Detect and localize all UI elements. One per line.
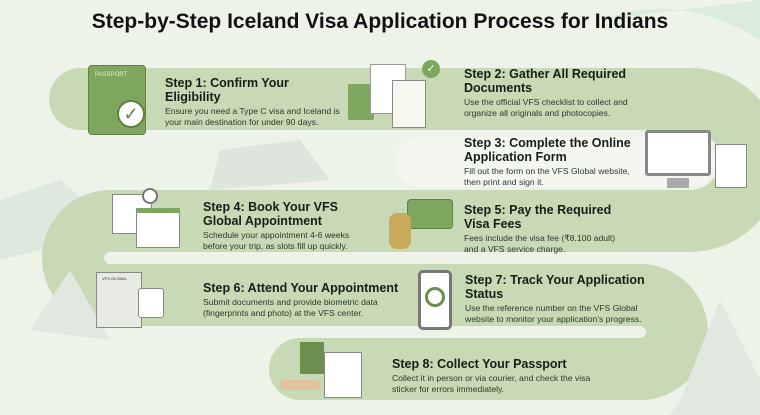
step-text: Collect it in person or via courier, and… <box>392 373 591 394</box>
step-text: Fill out the form on the VFS Global webs… <box>464 166 630 187</box>
step-text: Submit documents and provide biometric d… <box>203 297 378 318</box>
step-text: Fees include the visa fee (₹8,100 adult)… <box>464 233 616 254</box>
page-title: Step-by-Step Iceland Visa Application Pr… <box>91 10 669 33</box>
passport-hand-icon <box>280 340 376 410</box>
step-4: Step 4: Book Your VFS Global Appointment… <box>203 200 368 252</box>
vfs-global-sign: VFS GLOBAL <box>102 276 127 281</box>
step-5: Step 5: Pay the Required Visa Fees Fees … <box>464 203 624 255</box>
step-text: Use the official VFS checklist to collec… <box>464 97 628 118</box>
step-2: Step 2: Gather All Required Documents Us… <box>464 67 644 119</box>
step-title: Step 7: Track Your Application Status <box>465 273 645 301</box>
step-text: Use the reference number on the VFS Glob… <box>465 303 642 324</box>
documents-checklist-icon: ✓ <box>348 60 440 132</box>
step-title: Step 8: Collect Your Passport <box>392 357 567 371</box>
step-6: Step 6: Attend Your Appointment Submit d… <box>203 281 408 319</box>
step-text: Ensure you need a Type C visa and Icelan… <box>165 106 340 127</box>
passport-check-icon: PASSPORT ✓ <box>88 65 146 135</box>
computer-form-icon <box>645 130 755 200</box>
step-title: Step 3: Complete the Online Application … <box>464 136 631 164</box>
step-title: Step 6: Attend Your Appointment <box>203 281 399 295</box>
coins-card-icon <box>385 195 455 251</box>
passport-label: PASSPORT <box>95 72 128 78</box>
step-8: Step 8: Collect Your Passport Collect it… <box>392 357 602 395</box>
vfs-building-fingerprint-icon: VFS GLOBAL <box>92 268 166 330</box>
step-text: Schedule your appointment 4-6 weeks befo… <box>203 230 350 251</box>
step-1: Step 1: Confirm Your Eligibility Ensure … <box>165 76 345 128</box>
step-3: Step 3: Complete the Online Application … <box>464 136 642 188</box>
calendar-clock-icon <box>112 188 182 250</box>
step-title: Step 2: Gather All Required Documents <box>464 67 627 95</box>
phone-search-icon <box>418 270 452 330</box>
step-title: Step 1: Confirm Your Eligibility <box>165 76 289 104</box>
step-7: Step 7: Track Your Application Status Us… <box>465 273 645 325</box>
step-title: Step 5: Pay the Required Visa Fees <box>464 203 612 231</box>
step-title: Step 4: Book Your VFS Global Appointment <box>203 200 338 228</box>
